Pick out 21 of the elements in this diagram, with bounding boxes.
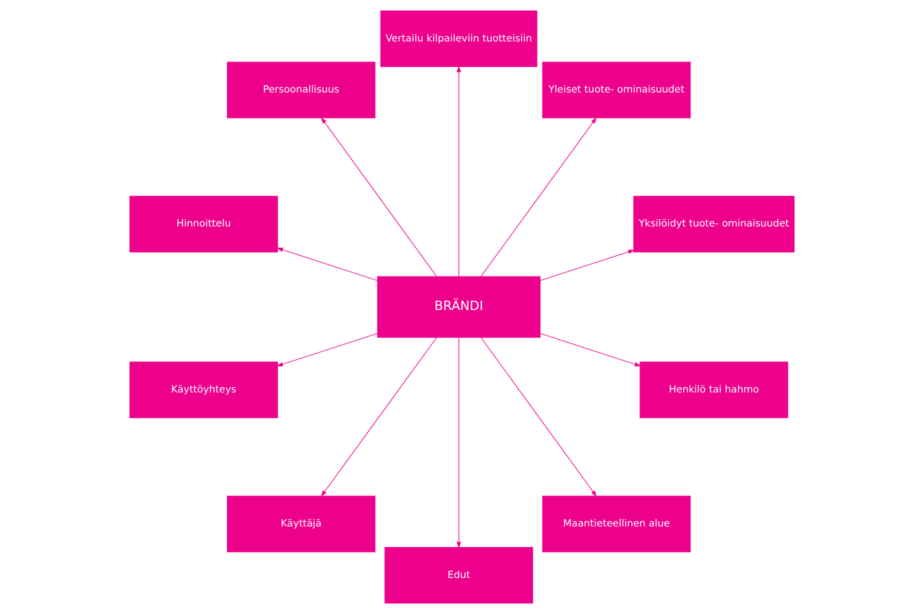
node-box: Yksilöidyt tuote- ominaisuudet [632,196,794,252]
arrow [276,248,378,281]
arrow [480,117,596,277]
node-box: Persoonallisuus [226,62,375,118]
node-box: Käyttöyhteys [128,362,278,418]
node-box: Edut [384,546,533,604]
arrow [320,337,437,497]
arrow [320,117,437,277]
node-box: Vertailu kilpaileviin tuotteisiin [380,10,537,68]
arrow [456,66,461,277]
arrow [456,337,461,548]
node-box: BRÄNDI [376,276,540,338]
node-box: Henkilö tai hahmo [639,362,788,418]
arrow [539,250,634,281]
arrow [539,333,640,366]
node-box: Hinnoittelu [128,196,278,252]
arrow [276,333,378,366]
node-box: Käyttäjä [226,496,375,552]
node-box: Maantieteellinen alue [542,496,690,552]
arrow [480,337,596,497]
node-box: Yleiset tuote- ominaisuudet [542,62,690,118]
